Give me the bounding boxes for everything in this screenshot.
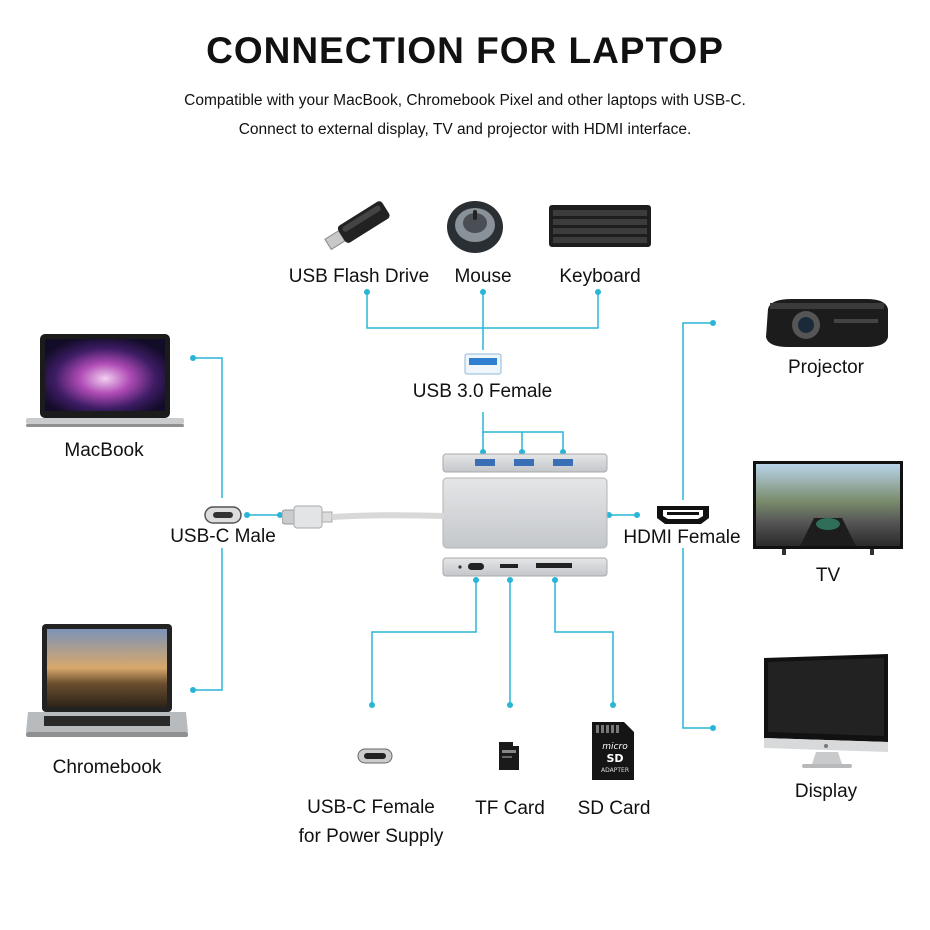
display-label: Display: [778, 781, 874, 803]
tf-card-label: TF Card: [468, 798, 552, 820]
display-icon: [760, 652, 892, 770]
tf-card-icon: [497, 740, 521, 772]
chromebook-icon: [24, 622, 190, 740]
mouse-icon: [444, 198, 506, 256]
projector-icon: [762, 295, 892, 351]
macbook-icon: [24, 332, 186, 430]
usb-c-male-icon: [204, 505, 242, 525]
usb-flash-drive-icon: [318, 200, 398, 255]
mouse-label: Mouse: [440, 266, 526, 288]
keyboard-label: Keyboard: [548, 266, 652, 288]
projector-label: Projector: [772, 357, 880, 379]
usb3-female-label: USB 3.0 Female: [400, 381, 565, 403]
usb-c-female-label: USB-C Female: [286, 797, 456, 819]
usb-flash-drive-label: USB Flash Drive: [285, 266, 433, 288]
usb-c-female-sublabel: for Power Supply: [286, 826, 456, 848]
hdmi-port-icon: [655, 504, 711, 526]
sd-card-micro-text: micro: [597, 742, 633, 752]
sd-card-adapter-text: ADAPTER: [595, 767, 635, 774]
sd-card-label: SD Card: [570, 798, 658, 820]
sd-card-sd-text: SD: [597, 752, 633, 765]
macbook-label: MacBook: [40, 440, 168, 462]
usb-port-icon: [464, 353, 502, 375]
keyboard-icon: [548, 204, 652, 248]
chromebook-label: Chromebook: [38, 757, 176, 779]
usb-c-hub: [442, 450, 608, 580]
hdmi-female-label: HDMI Female: [617, 527, 747, 549]
usb-c-male-label: USB-C Male: [163, 526, 283, 548]
tv-label: TV: [795, 565, 861, 587]
usb-c-cable: [282, 502, 444, 532]
usb-c-female-icon: [357, 747, 393, 765]
tv-icon: [752, 460, 904, 556]
